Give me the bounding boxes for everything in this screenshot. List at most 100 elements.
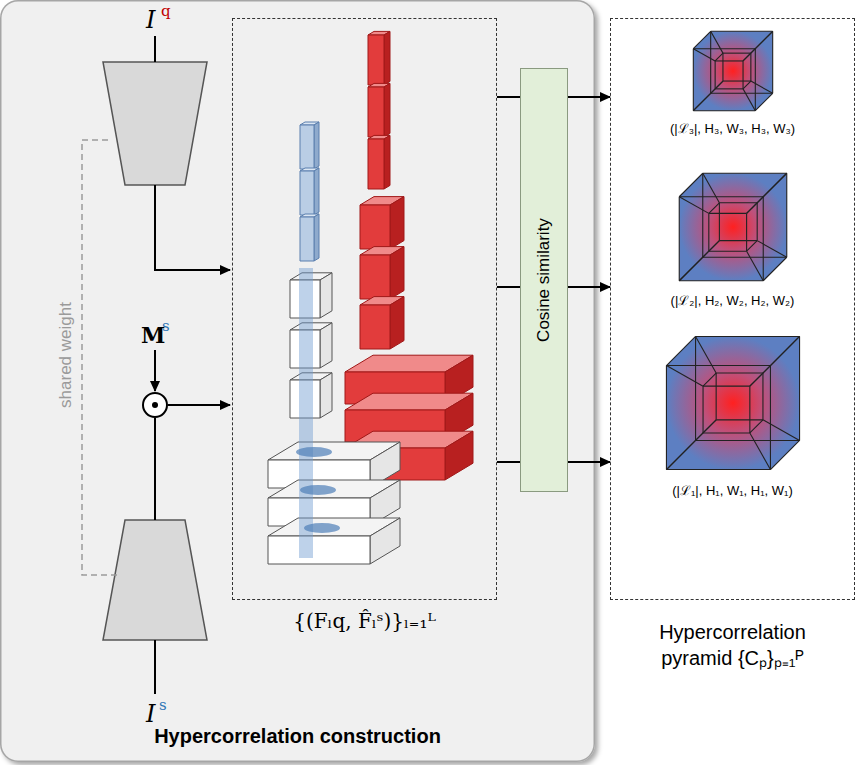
hypercube-edge — [711, 31, 723, 53]
hypercube-edge — [763, 257, 787, 281]
pyramid-title: Hypercorrelation pyramid {Cₚ}ₚ₌₁ᴾ — [621, 621, 844, 671]
hypercube-edge — [786, 173, 787, 257]
query-feature-arrow — [155, 185, 230, 270]
support-superscript: s — [159, 696, 167, 714]
query-feature-bar — [368, 35, 384, 85]
hypercube-fill — [693, 31, 772, 110]
hypercube-edge — [666, 336, 695, 365]
hypercube-edge — [703, 173, 720, 203]
hypercube-edge — [703, 241, 720, 258]
hypercube-fill — [666, 336, 799, 469]
hypercube-edge — [762, 373, 763, 420]
hypercube-edge — [666, 469, 770, 470]
query-image-symbol: I — [146, 6, 155, 34]
hypercube-edge — [749, 386, 750, 433]
query-encoder — [103, 62, 207, 185]
hypercube-edge — [715, 53, 723, 61]
hypercube-edge — [666, 366, 667, 470]
hypercube-edge — [716, 373, 717, 420]
hadamard-symbol — [143, 393, 167, 417]
support-feature-bar — [300, 125, 314, 169]
hypercube-edge — [679, 173, 703, 197]
hypercube-edge — [709, 251, 747, 252]
hypercube-edge — [743, 81, 751, 89]
hypercube-edge — [703, 432, 750, 433]
hypercube-edge — [719, 240, 757, 241]
tensor-shape: (|ℒ₂|, H₂, W₂, H₂, W₂) — [615, 291, 850, 309]
hypercube-edge — [755, 93, 772, 110]
hypercube-edge — [703, 386, 750, 387]
hypercube-edge — [711, 93, 773, 94]
hypercube-edge — [679, 280, 763, 281]
hypercube-edge — [757, 173, 787, 203]
hypercube-edge — [693, 48, 755, 49]
hypercube-edge — [693, 31, 710, 48]
shared-weight-line — [82, 140, 118, 575]
query-feature-block — [390, 197, 404, 249]
support-feature-bar — [300, 217, 314, 261]
hypercube-edge — [715, 61, 716, 89]
hypercube-edge — [757, 241, 787, 258]
connector-arrow — [568, 461, 610, 463]
hypercube-edge — [666, 366, 703, 387]
mask-symbol: M — [141, 322, 165, 348]
module-label: Cosine similarity — [534, 218, 554, 342]
support-feature-block — [320, 323, 332, 368]
mask-column — [299, 268, 313, 558]
hypercube-edge — [696, 440, 800, 441]
feature-pair-formula: {(Fₗq, F̂ₗˢ)}ₗ₌₁ᴸ — [213, 609, 516, 633]
hypercube-edge — [711, 31, 773, 32]
query-feature-bar — [384, 135, 390, 189]
query-feature-block — [390, 247, 404, 299]
mask-blob — [304, 523, 340, 533]
hypercube-edge — [715, 88, 743, 89]
hypercube-edge — [763, 420, 800, 441]
hypercube-edge — [719, 202, 757, 203]
query-superscript: q — [161, 2, 171, 20]
cosine-similarity-box: Cosine similarity — [520, 68, 568, 492]
connector-arrow — [497, 96, 520, 98]
hypercube-edge — [763, 197, 764, 281]
tensor-shape: (|ℒ₃|, H₃, W₃, H₃, W₃) — [615, 119, 850, 137]
hypercube-edge — [722, 53, 723, 81]
hypercube-edge — [708, 213, 709, 251]
input-line — [154, 640, 156, 694]
mask-superscript: s — [162, 317, 170, 335]
hypercube-edge — [703, 173, 787, 174]
hypercube-edge — [746, 213, 747, 251]
hypercube-edge — [742, 61, 743, 89]
hypercube-edge — [710, 31, 711, 93]
hypercube-edge — [679, 196, 763, 197]
hypercube-edge — [719, 203, 720, 241]
hypercube-edge — [696, 336, 800, 337]
hypercube-edge — [750, 53, 751, 81]
hypercube-edge — [751, 31, 773, 53]
hypercube-edge — [743, 89, 755, 111]
query-feature-bar — [368, 87, 384, 137]
support-feature-line — [154, 418, 156, 520]
support-feature-bar — [300, 171, 314, 215]
hypercube-edge — [709, 203, 720, 214]
query-feature-block — [360, 255, 390, 299]
support-image-symbol: I — [146, 700, 155, 728]
support-feature-bar — [314, 214, 319, 261]
mask-blob — [296, 447, 332, 457]
hypercube-edge — [702, 173, 703, 257]
hypercube-edge — [716, 419, 763, 420]
connector-arrow — [497, 286, 520, 288]
query-feature-bar — [384, 31, 390, 85]
connector-arrow — [568, 96, 610, 98]
hypercube-edge — [666, 365, 770, 366]
hypercube-edge — [723, 80, 751, 81]
feature-box: {(Fₗq, F̂ₗˢ)}ₗ₌₁ᴸ — [232, 18, 497, 600]
connector-arrow — [568, 286, 610, 288]
masked-feature-arrow — [168, 404, 230, 406]
hypercube-edge — [716, 372, 763, 373]
pyramid-box: (|ℒ₃|, H₃, W₃, H₃, W₃) (|ℒ₂|, H₂, W₂, H₂,… — [610, 18, 855, 600]
query-feature-slab — [445, 431, 473, 480]
query-feature-block — [360, 305, 390, 349]
hypercube-edge — [755, 49, 756, 111]
hypercube-illustration — [611, 19, 856, 601]
hypercube-edge — [723, 53, 751, 54]
